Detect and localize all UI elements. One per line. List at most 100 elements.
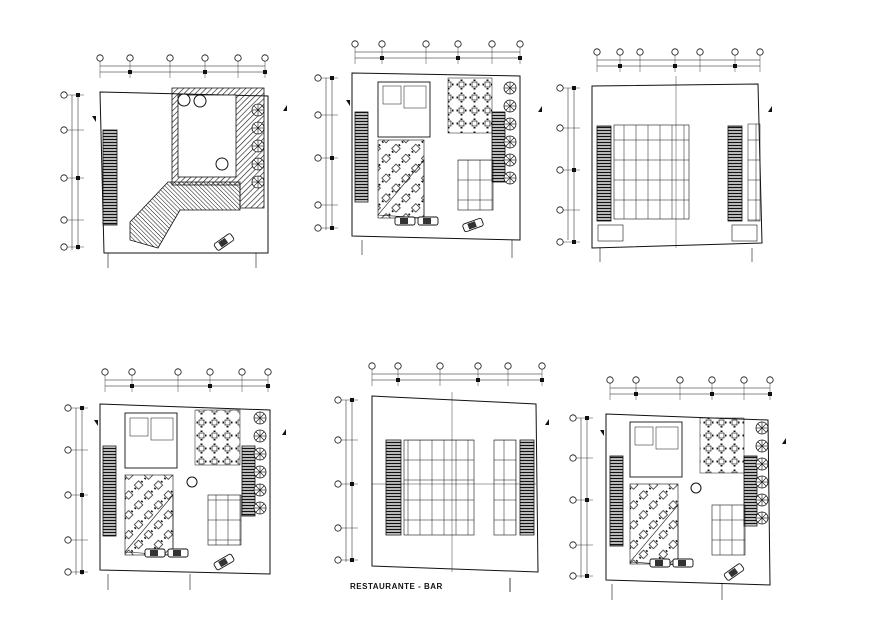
skylight: [193, 94, 207, 108]
dimension-tick: [76, 93, 80, 97]
terrace-grid: [207, 494, 242, 546]
grid-bubble: [740, 376, 748, 384]
grid-bubble: [556, 124, 564, 132]
tree-symbol: [503, 135, 517, 149]
grid-bubble: [569, 454, 577, 462]
tree-symbol: [251, 139, 265, 153]
plan-2: [314, 40, 542, 258]
tree-symbol: [251, 175, 265, 189]
grid-bubble: [60, 216, 68, 224]
parking-stall-row: [491, 111, 506, 183]
section-marker: [600, 430, 604, 436]
grid-bubble: [504, 362, 512, 370]
dining-area: [699, 417, 745, 474]
grid-bubble: [128, 368, 136, 376]
tree-symbol: [253, 483, 267, 497]
grid-bubble: [206, 368, 214, 376]
grid-bubble: [368, 362, 376, 370]
plan-4: [64, 368, 286, 590]
car-symbol: [213, 553, 235, 571]
grid-bubble: [756, 48, 764, 56]
tree-symbol: [253, 411, 267, 425]
bar-counter: [403, 85, 427, 109]
dimension-tick: [80, 493, 84, 497]
parking-bay-grid: [403, 439, 475, 536]
grid-bubble: [101, 368, 109, 376]
grid-bubble: [731, 48, 739, 56]
dimension-tick: [585, 498, 589, 502]
grid-bubble: [234, 54, 242, 62]
parking-stall-row: [241, 445, 256, 517]
tree-symbol: [755, 511, 769, 525]
section-marker: [94, 420, 98, 426]
dining-area: [447, 77, 493, 134]
grid-bubble: [671, 48, 679, 56]
grid-bubble: [64, 404, 72, 412]
dimension-tick: [330, 156, 334, 160]
parking-stall-row: [354, 111, 369, 203]
dimension-tick: [208, 384, 212, 388]
grid-bubble: [96, 54, 104, 62]
kitchen-room: [129, 417, 149, 437]
skylight: [215, 157, 229, 171]
grid-bubble: [556, 238, 564, 246]
grid-bubble: [60, 243, 68, 251]
grid-bubble: [264, 368, 272, 376]
tree-symbol: [503, 81, 517, 95]
grid-bubble: [64, 536, 72, 544]
plan-5: [334, 362, 549, 592]
section-marker: [283, 105, 287, 111]
dimension-tick: [80, 570, 84, 574]
grid-bubble: [261, 54, 269, 62]
parking-stall-row: [743, 455, 758, 527]
dimension-tick: [618, 64, 622, 68]
grid-bubble: [64, 568, 72, 576]
dimension-tick: [266, 384, 270, 388]
grid-bubble: [556, 206, 564, 214]
drawing-caption: RESTAURANTE - BAR: [350, 582, 443, 591]
car-symbol: [723, 563, 745, 581]
dimension-tick: [76, 245, 80, 249]
car-symbol: [144, 548, 166, 558]
grid-bubble: [64, 446, 72, 454]
section-marker: [768, 106, 772, 112]
tree-symbol: [503, 153, 517, 167]
car-symbol: [417, 216, 439, 226]
dimension-tick: [263, 70, 267, 74]
parking-stall-row: [519, 439, 535, 536]
dimension-tick: [634, 392, 638, 396]
diagonal-roof-wing: [129, 181, 241, 249]
grid-bubble: [126, 54, 134, 62]
dimension-tick: [80, 406, 84, 410]
grid-bubble: [201, 54, 209, 62]
dimension-tick: [768, 392, 772, 396]
grid-bubble: [436, 362, 444, 370]
tree-symbol: [755, 475, 769, 489]
dimension-tick: [733, 64, 737, 68]
grid-bubble: [569, 541, 577, 549]
dimension-tick: [572, 240, 576, 244]
parking-bay-grid: [493, 439, 517, 536]
dimension-tick: [350, 558, 354, 562]
grid-bubble: [696, 48, 704, 56]
kitchen-room: [634, 426, 654, 446]
section-marker: [782, 438, 786, 444]
grid-bubble: [334, 480, 342, 488]
dimension-tick: [456, 56, 460, 60]
dimension-tick: [572, 168, 576, 172]
grid-bubble: [636, 48, 644, 56]
grid-bubble: [314, 74, 322, 82]
grid-bubble: [516, 40, 524, 48]
grid-bubble: [60, 174, 68, 182]
dimension-tick: [76, 176, 80, 180]
dimension-tick: [585, 574, 589, 578]
dimension-tick: [540, 378, 544, 382]
grid-bubble: [606, 376, 614, 384]
grid-bubble: [314, 201, 322, 209]
grid-bubble: [334, 396, 342, 404]
tree-symbol: [253, 429, 267, 443]
dimension-tick: [673, 64, 677, 68]
lounge-area: [377, 139, 425, 219]
grid-bubble: [314, 154, 322, 162]
